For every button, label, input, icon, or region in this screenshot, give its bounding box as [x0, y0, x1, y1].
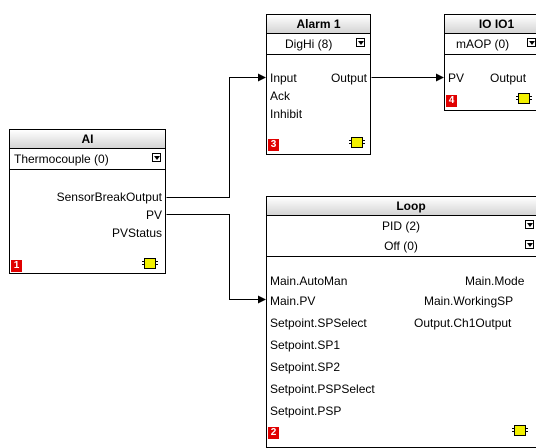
loop-block-index: 2: [268, 427, 279, 439]
dropdown-arrow-icon[interactable]: [525, 240, 534, 249]
io-type-select[interactable]: mAOP (0): [445, 34, 536, 55]
ai-output-pvstatus[interactable]: PVStatus: [111, 226, 162, 240]
loop-block-title: Loop: [267, 197, 536, 216]
alarm-output[interactable]: Output: [330, 71, 367, 85]
loop-input-spselect[interactable]: Setpoint.SPSelect: [270, 316, 367, 330]
loop-output-mode[interactable]: Main.Mode: [465, 274, 525, 288]
ai-block[interactable]: AI Thermocouple (0) SensorBreakOutput PV…: [9, 129, 166, 274]
ai-type-select[interactable]: Thermocouple (0): [10, 149, 165, 170]
ai-output-pv[interactable]: PV: [145, 208, 162, 222]
io-output[interactable]: Output: [490, 71, 527, 85]
loop-input-psp[interactable]: Setpoint.PSP: [270, 404, 342, 418]
loop-algorithm-value: PID (2): [381, 219, 420, 233]
loop-input-sp1[interactable]: Setpoint.SP1: [270, 338, 341, 352]
alarm-block-index: 3: [268, 139, 279, 151]
alarm-block-title: Alarm 1: [267, 15, 370, 34]
alarm-block[interactable]: Alarm 1 DigHi (8) Input Ack Inhibit Outp…: [266, 14, 371, 155]
loop-input-pspselect[interactable]: Setpoint.PSPSelect: [270, 382, 375, 396]
wire-sensorbreak-to-alarm-input: [166, 77, 263, 198]
loop-output-workingsp[interactable]: Main.WorkingSP: [424, 294, 514, 308]
block-chip-icon: [142, 258, 156, 269]
io-block[interactable]: IO IO1 mAOP (0) PV Output 4: [444, 14, 536, 111]
alarm-type-select[interactable]: DigHi (8): [267, 34, 370, 55]
ai-output-sensorbreak[interactable]: SensorBreakOutput: [56, 190, 162, 204]
ai-block-index: 1: [11, 260, 22, 272]
loop-input-automan[interactable]: Main.AutoMan: [270, 274, 348, 288]
arrowhead-icon: [258, 73, 266, 82]
alarm-input-input[interactable]: Input: [270, 71, 297, 85]
wire-pv-to-loop-pv: [166, 214, 263, 300]
alarm-input-inhibit[interactable]: Inhibit: [270, 107, 303, 121]
arrowhead-icon: [436, 73, 444, 82]
ai-block-title: AI: [10, 130, 165, 149]
loop-algorithm-select[interactable]: PID (2): [267, 216, 536, 236]
dropdown-arrow-icon[interactable]: [356, 38, 365, 47]
loop-mode-value: Off (0): [384, 239, 418, 253]
block-chip-icon: [516, 93, 530, 104]
ai-type-value: Thermocouple (0): [14, 152, 109, 166]
io-block-title: IO IO1: [445, 15, 536, 34]
io-type-value: mAOP (0): [456, 37, 510, 51]
loop-input-pv[interactable]: Main.PV: [270, 294, 316, 308]
alarm-type-value: DigHi (8): [285, 37, 333, 51]
io-input-pv[interactable]: PV: [448, 71, 465, 85]
loop-input-sp2[interactable]: Setpoint.SP2: [270, 360, 341, 374]
arrowhead-icon: [258, 295, 266, 304]
dropdown-arrow-icon[interactable]: [152, 153, 161, 162]
loop-block[interactable]: Loop PID (2) Off (0) Main.AutoMan Main.P…: [266, 196, 536, 448]
block-chip-icon: [512, 425, 526, 436]
io-block-index: 4: [446, 95, 457, 107]
loop-mode-select[interactable]: Off (0): [267, 236, 536, 257]
loop-output-ch1output[interactable]: Output.Ch1Output: [414, 316, 512, 330]
block-chip-icon: [349, 137, 363, 148]
dropdown-arrow-icon[interactable]: [525, 220, 534, 229]
alarm-input-ack[interactable]: Ack: [270, 89, 291, 103]
